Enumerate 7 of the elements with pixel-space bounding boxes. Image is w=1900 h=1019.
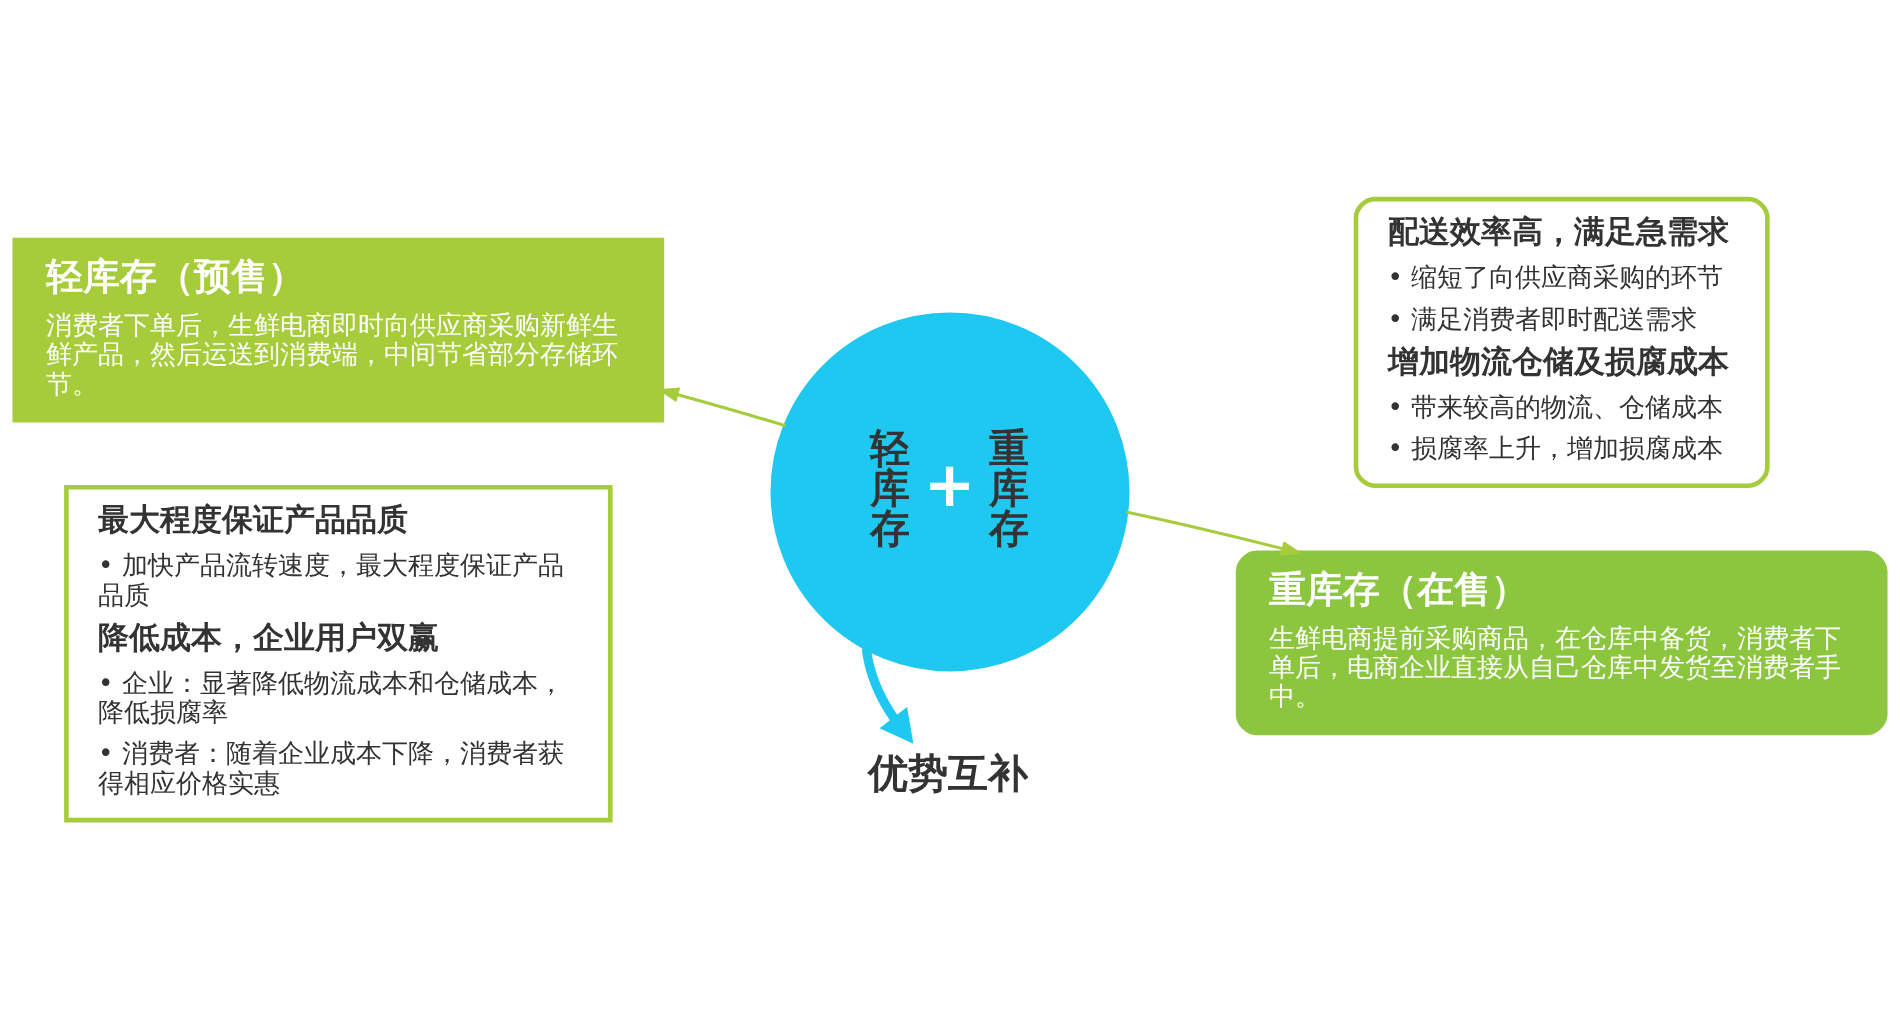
node-text: 优势互补 (868, 749, 1029, 796)
arrow (1126, 510, 1303, 556)
node-box: 轻库存（预售） 消费者下单后，生鲜电商即时向供应商采购新鲜生鲜产品，然后运送到消费端，中间节省部分存储环节。 (12, 237, 665, 423)
node-box: 最大程度保证产品品质 • 加快产品流转速度，最大程度保证产品品质 降低成本，企业用户双赢 • 企业：显著降低物流成本和仓储成本，降低损腐率 • 消费者：随着企业成本下降，消费者获得相应价格实惠 (64, 484, 613, 822)
node-box: 重库存（在售） 生鲜电商提前采购商品，在仓库中备货，消费者下单后，电商企业直接从自己仓库中发货至消费者手中。 (1235, 549, 1888, 735)
arrow (861, 647, 914, 744)
node-box: 配送效率高，满足急需求 • 缩短了向供应商采购的环节 • 满足消费者即时配送需求 增加物流仓储及损腐成本 • 带来较高的物流、仓储成本 • 损腐率上升，增加损腐成本 (1353, 196, 1770, 488)
